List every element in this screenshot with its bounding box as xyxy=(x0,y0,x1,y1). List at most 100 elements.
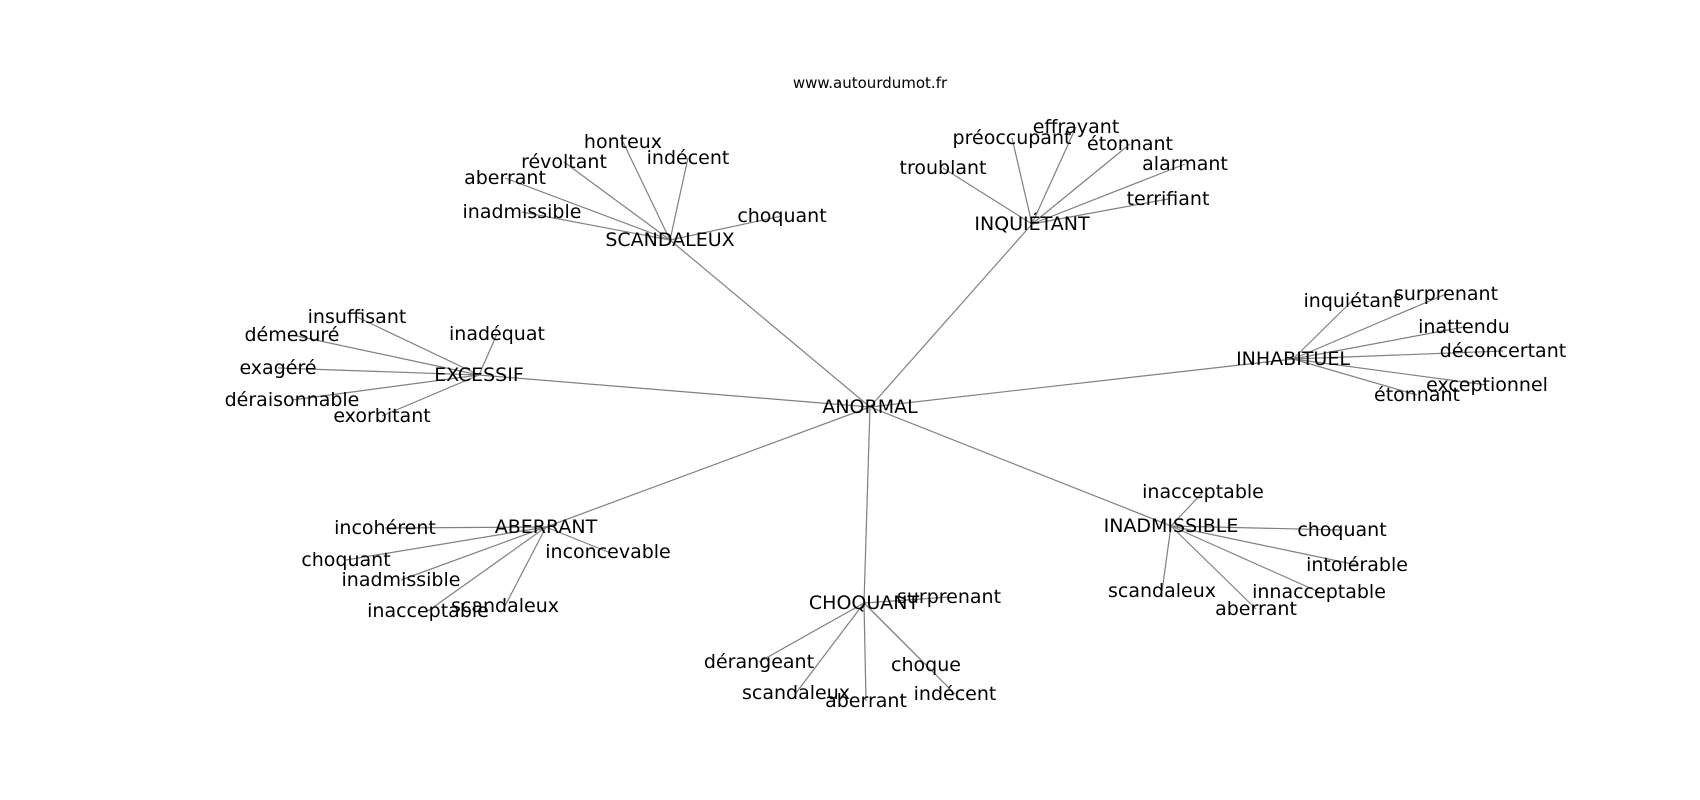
edge-aberrant-inadmissible xyxy=(400,526,547,581)
node-leaf-etonnant: étonnant xyxy=(1087,133,1173,155)
edge-center-aberrant xyxy=(545,406,871,528)
edge-scandaleux-honteux xyxy=(622,141,671,241)
node-leaf-aberrant: aberrant xyxy=(825,690,907,712)
node-leaf-exorbitant: exorbitant xyxy=(333,405,430,427)
node-leaf-indecent: indécent xyxy=(647,147,730,169)
node-leaf-exceptionnel: exceptionnel xyxy=(1426,374,1548,396)
edge-excessif-deraisonnable xyxy=(291,374,480,401)
labels: ANORMALSCANDALEUXhonteuxindécentrévoltan… xyxy=(225,116,1567,712)
node-leaf-inadequat: inadéquat xyxy=(449,323,545,345)
edge-aberrant-inconcevable xyxy=(545,526,609,553)
node-leaf-terrifiant: terrifiant xyxy=(1127,188,1210,210)
edge-aberrant-choquant xyxy=(345,526,547,561)
node-leaf-insuffisant: insuffisant xyxy=(308,306,407,328)
edge-center-inhabituel xyxy=(869,358,1294,408)
node-branch-inhabituel: INHABITUEL xyxy=(1236,348,1350,370)
node-leaf-exagere: exagéré xyxy=(239,357,316,379)
node-leaf-inconcevable: inconcevable xyxy=(545,541,671,563)
node-leaf-aberrant: aberrant xyxy=(464,167,546,189)
node-leaf-scandaleux: scandaleux xyxy=(742,682,850,704)
node-leaf-derangeant: dérangeant xyxy=(704,651,814,673)
node-leaf-inadmissible: inadmissible xyxy=(342,569,461,591)
node-branch-aberrant: ABERRANT xyxy=(495,516,598,538)
edge-excessif-exorbitant xyxy=(381,374,480,417)
node-leaf-intolerable: intolérable xyxy=(1306,554,1408,576)
node-leaf-effrayant: effrayant xyxy=(1033,116,1120,138)
node-leaf-aberrant: aberrant xyxy=(1215,598,1297,620)
edge-choquant-indecent xyxy=(863,602,956,695)
edge-scandaleux-indecent xyxy=(669,157,689,241)
edges xyxy=(277,126,1504,702)
node-branch-choquant: CHOQUANT xyxy=(809,592,920,614)
edge-scandaleux-inadmissible xyxy=(521,211,671,241)
node-leaf-scandaleux: scandaleux xyxy=(451,595,559,617)
edge-inadmissible-aberrant xyxy=(1170,525,1257,610)
edge-scandaleux-aberrant xyxy=(504,177,671,241)
node-center-anormal: ANORMAL xyxy=(822,396,918,418)
node-leaf-demesure: démesuré xyxy=(245,324,340,346)
edge-inadmissible-intolerable xyxy=(1170,525,1358,566)
edge-inhabituel-inquietant xyxy=(1292,300,1353,360)
node-leaf-troublant: troublant xyxy=(900,157,987,179)
node-leaf-inattendu: inattendu xyxy=(1418,316,1510,338)
edge-choquant-derangeant xyxy=(758,602,865,663)
edge-scandaleux-choquant xyxy=(669,215,783,241)
edge-inhabituel-exceptionnel xyxy=(1292,358,1488,386)
node-branch-excessif: EXCESSIF xyxy=(434,364,524,386)
edge-inadmissible-scandaleux xyxy=(1161,525,1172,592)
node-leaf-choquant: choquant xyxy=(1297,519,1386,541)
node-leaf-choque: choque xyxy=(891,654,961,676)
edge-inadmissible-inacceptable xyxy=(1170,491,1204,527)
edge-aberrant-incoherent xyxy=(384,526,547,529)
node-leaf-choquant: choquant xyxy=(301,549,390,571)
node-leaf-choquant: choquant xyxy=(737,205,826,227)
edge-inadmissible-innacceptable xyxy=(1170,525,1320,593)
node-leaf-incoherent: incohérent xyxy=(334,517,436,539)
edge-center-inquietant xyxy=(869,223,1033,408)
edge-aberrant-inacceptable xyxy=(427,526,547,612)
edge-inhabituel-surprenant xyxy=(1292,293,1447,360)
edge-inquietant-preoccupant xyxy=(1011,137,1033,225)
edge-excessif-insuffisant xyxy=(356,316,480,376)
edge-scandaleux-revoltant xyxy=(563,161,671,241)
edge-inquietant-alarmant xyxy=(1031,163,1186,225)
edge-inquietant-etonnant xyxy=(1031,143,1131,225)
edge-choquant-aberrant xyxy=(863,602,867,702)
node-leaf-innacceptable: innacceptable xyxy=(1252,581,1386,603)
node-leaf-inacceptable: inacceptable xyxy=(367,600,489,622)
edge-excessif-exagere xyxy=(277,367,480,376)
node-leaf-deconcertant: déconcertant xyxy=(1440,340,1566,362)
node-leaf-surprenant: surprenant xyxy=(1394,283,1498,305)
node-leaf-deraisonnable: déraisonnable xyxy=(225,389,360,411)
node-leaf-indecent: indécent xyxy=(914,683,997,705)
edge-inadmissible-choquant xyxy=(1170,525,1343,531)
site-credit: www.autourdumot.fr xyxy=(793,74,948,92)
node-leaf-honteux: honteux xyxy=(584,131,662,153)
edge-center-excessif xyxy=(478,374,871,408)
edge-center-choquant xyxy=(863,406,871,604)
edge-inquietant-terrifiant xyxy=(1031,198,1169,225)
node-leaf-preoccupant: préoccupant xyxy=(953,127,1072,149)
node-branch-inquietant: INQUIÉTANT xyxy=(974,212,1090,235)
node-branch-scandaleux: SCANDALEUX xyxy=(605,229,734,251)
node-leaf-inacceptable: inacceptable xyxy=(1142,481,1264,503)
edge-center-inadmissible xyxy=(869,406,1172,527)
edge-inquietant-effrayant xyxy=(1031,126,1077,225)
edge-aberrant-scandaleux xyxy=(504,526,547,607)
node-leaf-scandaleux: scandaleux xyxy=(1108,580,1216,602)
node-leaf-etonnant: étonnant xyxy=(1374,384,1460,406)
node-leaf-revoltant: révoltant xyxy=(521,151,607,173)
edge-choquant-scandaleux xyxy=(795,602,865,694)
edge-inhabituel-inattendu xyxy=(1292,326,1465,360)
edge-excessif-inadequat xyxy=(478,333,498,376)
edge-center-scandaleux xyxy=(669,239,871,408)
node-leaf-alarmant: alarmant xyxy=(1142,153,1228,175)
edge-inhabituel-deconcertant xyxy=(1292,350,1504,360)
node-branch-inadmissible: INADMISSIBLE xyxy=(1104,515,1239,537)
node-leaf-inquietant: inquiétant xyxy=(1304,290,1401,312)
edge-inhabituel-etonnant xyxy=(1292,358,1418,396)
node-leaf-inadmissible: inadmissible xyxy=(463,201,582,223)
edge-choquant-surprenant xyxy=(863,596,950,604)
edge-inquietant-troublant xyxy=(942,167,1033,225)
